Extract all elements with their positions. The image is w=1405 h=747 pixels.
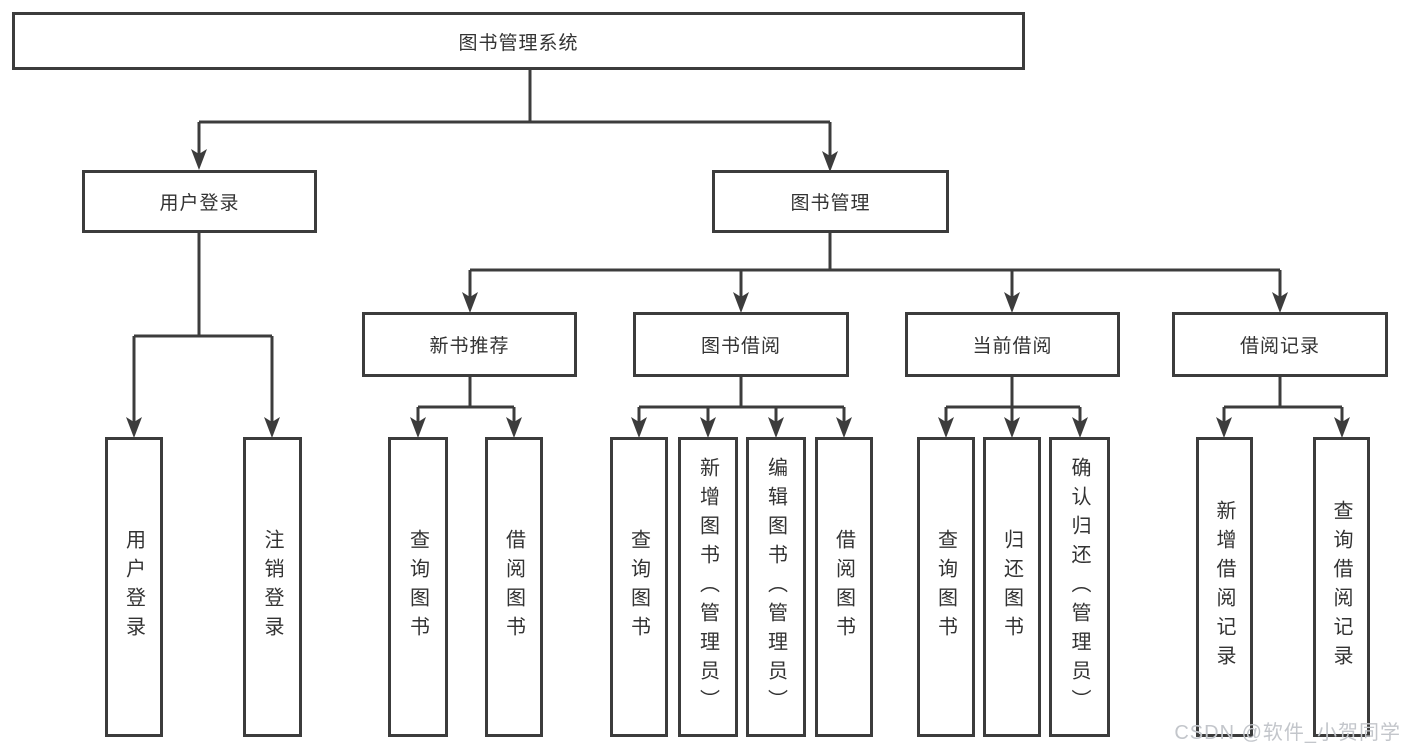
leaf-nb-borrow-books-label: 借阅图书 bbox=[502, 529, 525, 645]
leaf-bb-add-books: 新增图书（管理员） bbox=[678, 437, 738, 737]
leaf-br-query-record-label: 查询借阅记录 bbox=[1330, 500, 1352, 674]
leaf-cb-return-books-label: 归还图书 bbox=[1000, 529, 1023, 645]
connector-borrowrecords-to-leaves bbox=[1216, 377, 1350, 438]
node-root-label: 图书管理系统 bbox=[458, 32, 579, 54]
node-borrow-records-label: 借阅记录 bbox=[1239, 336, 1320, 357]
node-current-borrow: 当前借阅 bbox=[905, 312, 1120, 377]
leaf-bb-add-books-label: 新增图书（管理员） bbox=[696, 456, 719, 718]
leaf-nb-query-books: 查询图书 bbox=[388, 437, 448, 737]
node-root: 图书管理系统 bbox=[12, 12, 1025, 70]
leaf-br-query-record: 查询借阅记录 bbox=[1313, 437, 1370, 737]
node-book-mgmt: 图书管理 bbox=[712, 170, 949, 233]
connector-bookmgmt-to-level3 bbox=[462, 233, 1288, 313]
node-new-book: 新书推荐 bbox=[362, 312, 577, 377]
node-book-borrow-label: 图书借阅 bbox=[700, 336, 781, 357]
csdn-watermark: CSDN @软件_小贺同学 bbox=[1174, 722, 1401, 744]
leaf-cb-confirm-return: 确认归还（管理员） bbox=[1049, 437, 1110, 737]
node-user-login: 用户登录 bbox=[82, 170, 317, 233]
leaf-bb-query-books-label: 查询图书 bbox=[627, 529, 650, 645]
leaf-cb-confirm-return-label: 确认归还（管理员） bbox=[1068, 456, 1090, 718]
node-borrow-records: 借阅记录 bbox=[1172, 312, 1388, 377]
connector-userlogin-to-leaves bbox=[126, 233, 280, 438]
node-user-login-label: 用户登录 bbox=[159, 193, 240, 214]
connector-currentborrow-to-leaves bbox=[938, 377, 1088, 438]
leaf-logout: 注销登录 bbox=[243, 437, 302, 737]
leaf-nb-borrow-books: 借阅图书 bbox=[485, 437, 543, 737]
leaf-bb-borrow-books: 借阅图书 bbox=[815, 437, 873, 737]
leaf-logout-label: 注销登录 bbox=[261, 529, 283, 645]
leaf-nb-query-books-label: 查询图书 bbox=[406, 529, 429, 645]
leaf-user-login: 用户登录 bbox=[105, 437, 163, 737]
leaf-br-add-record-label: 新增借阅记录 bbox=[1213, 500, 1235, 674]
leaf-user-login-label: 用户登录 bbox=[122, 529, 145, 645]
leaf-br-add-record: 新增借阅记录 bbox=[1196, 437, 1253, 737]
node-book-mgmt-label: 图书管理 bbox=[790, 193, 871, 214]
node-book-borrow: 图书借阅 bbox=[633, 312, 849, 377]
node-current-borrow-label: 当前借阅 bbox=[972, 336, 1053, 357]
leaf-cb-return-books: 归还图书 bbox=[983, 437, 1041, 737]
node-new-book-label: 新书推荐 bbox=[429, 336, 510, 357]
leaf-bb-edit-books: 编辑图书（管理员） bbox=[746, 437, 806, 737]
leaf-bb-edit-books-label: 编辑图书（管理员） bbox=[764, 456, 787, 718]
connector-root-to-level2 bbox=[191, 70, 838, 172]
leaf-cb-query-books: 查询图书 bbox=[917, 437, 975, 737]
leaf-cb-query-books-label: 查询图书 bbox=[934, 529, 957, 645]
connector-bookborrow-to-leaves bbox=[631, 377, 852, 438]
leaf-bb-query-books: 查询图书 bbox=[610, 437, 668, 737]
connector-newbook-to-leaves bbox=[410, 377, 522, 438]
leaf-bb-borrow-books-label: 借阅图书 bbox=[832, 529, 855, 645]
